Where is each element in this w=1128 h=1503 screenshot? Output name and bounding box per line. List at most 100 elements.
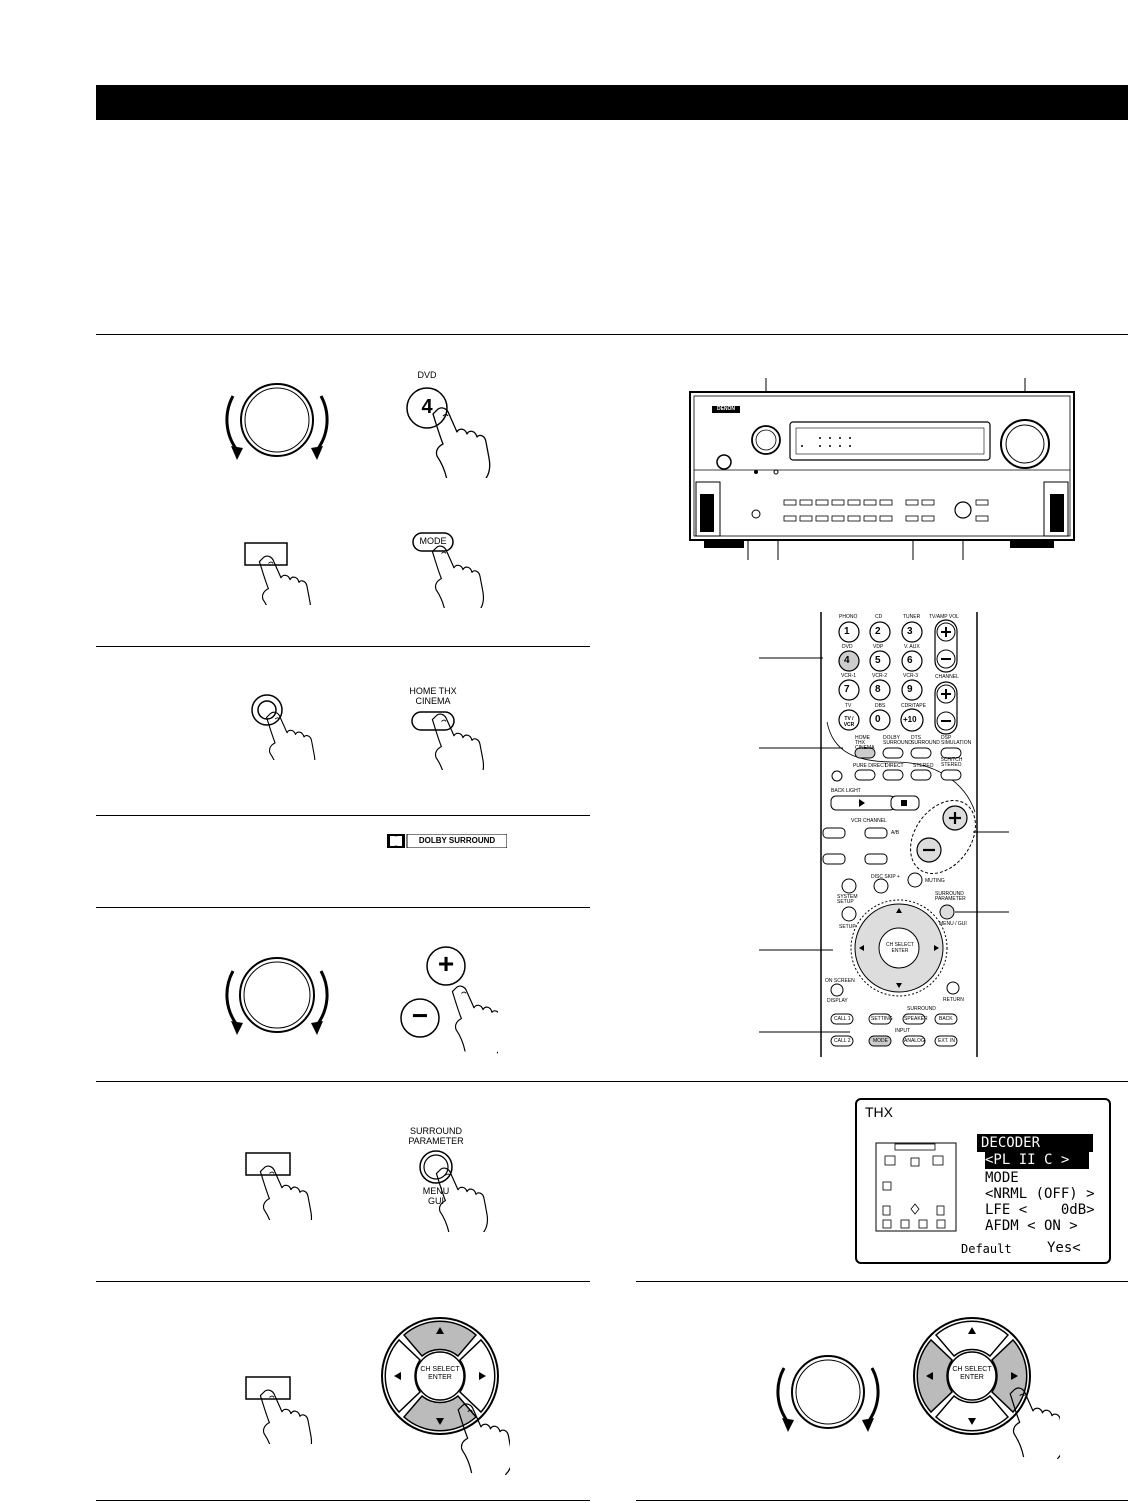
remote-label-ab: A/B — [891, 830, 900, 836]
remote-label-home-thx-cinema: HOME THX CINEMA — [855, 735, 875, 751]
divider — [96, 907, 590, 908]
remote-label-on-screen: ON SCREEN — [825, 978, 855, 984]
remote-label-tv-amp-vol: TV/AMP VOL — [929, 614, 959, 620]
remote-label-pure-direct: PURE DIRECT — [853, 763, 887, 769]
remote-label-menu-gui: MENU / GUI — [939, 921, 967, 927]
remote-label-5ch-7ch-stereo: 5CH/7CH STEREO — [941, 757, 963, 768]
remote-label-disc-skip: DISC SKIP + — [871, 874, 900, 880]
cinema-label: CINEMA — [415, 696, 451, 706]
parameter-label: PARAMETER — [408, 1136, 464, 1146]
divider — [96, 1281, 590, 1282]
dvd-button-illustration: DVD 4 — [395, 368, 505, 478]
osd-title: THX — [865, 1104, 893, 1120]
remote-button-7: 7 — [844, 684, 850, 695]
divider — [96, 1081, 1128, 1082]
remote-label-mode: MODE — [873, 1038, 888, 1044]
remote-label-ext-in: EXT. IN — [938, 1038, 955, 1044]
remote-button-1: 1 — [844, 626, 850, 637]
remote-label-dvd: DVD — [842, 644, 853, 650]
thx-button-icon — [251, 694, 316, 760]
osd-decoder-value: <PL II C > — [985, 1152, 1089, 1169]
remote-label-vdp: VDP — [873, 644, 884, 650]
gui-label: GUI — [427, 1196, 444, 1206]
osd-mode-label: MODE — [985, 1170, 1019, 1186]
master-volume-knob-icon — [776, 1355, 880, 1434]
remote-button-3: 3 — [907, 626, 913, 637]
surround-label: SURROUND — [409, 1126, 462, 1136]
remote-label-setup: SETUP — [839, 924, 856, 930]
remote-button-9: 9 — [907, 684, 913, 695]
home-thx-label: HOME THX — [409, 686, 457, 696]
divider — [96, 334, 1128, 335]
remote-button-6: 6 — [907, 655, 913, 666]
remote-label-dolby-surround: DOLBY SURROUND — [883, 735, 912, 746]
receiver-brand: DENON — [716, 406, 736, 412]
remote-button-tv-vcr: TV / VCR — [843, 716, 855, 728]
remote-label-v-aux: V. AUX — [904, 644, 920, 650]
remote-button-8: 8 — [875, 684, 881, 695]
remote-label-display: DISPLAY — [827, 998, 848, 1004]
remote-control: PHONO CD TUNER TV/AMP VOL 1 2 3 DVD VDP … — [815, 612, 980, 1057]
speaker-layout-icon — [875, 1142, 957, 1232]
ch-select-enter-label: CH SELECT ENTER — [416, 1366, 464, 1382]
ch-select-enter-label: CH SELECT ENTER — [948, 1366, 996, 1382]
remote-label-speaker: SPEAKER — [904, 1016, 928, 1022]
osd-default-value: Yes< — [1047, 1240, 1081, 1256]
remote-label-vcr2: VCR-2 — [872, 673, 888, 679]
dvd-button-number: 4 — [421, 396, 433, 418]
divider — [636, 1500, 1128, 1501]
ch-select-label: CH SELECT — [952, 1366, 992, 1373]
divider — [96, 646, 590, 647]
minus-symbol: − — [411, 1000, 429, 1031]
cursor-up-down-illustration: CH SELECT ENTER — [380, 1310, 510, 1480]
remote-label-surround: SURROUND — [907, 1006, 936, 1012]
remote-label-system-setup: SYSTEM SETUP — [837, 894, 858, 905]
section-header-bar — [96, 85, 1128, 120]
remote-label-analog: ANALOG — [904, 1038, 925, 1044]
remote-button-plus10: +10 — [903, 715, 917, 724]
remote-callout-lines — [759, 657, 1009, 1033]
remote-label-call2: CALL 2 — [834, 1038, 851, 1044]
remote-label-cd: CD — [875, 614, 883, 620]
mode-button-label: MODE — [419, 536, 447, 546]
osd-afdm-line: AFDM < ON > — [985, 1218, 1078, 1234]
remote-label-vcr1: VCR-1 — [841, 673, 857, 679]
osd-screen: THX DECODER <PL II C > MODE <NRML (OFF) … — [855, 1098, 1111, 1264]
menu-label: MENU — [422, 1186, 450, 1196]
remote-button-5: 5 — [875, 655, 881, 666]
dvd-label: DVD — [417, 370, 437, 380]
receiver-front-panel: DENON — [680, 370, 1090, 560]
remote-label-return: RETURN — [943, 997, 964, 1003]
dolby-surround-logo: DOLBY SURROUND — [387, 834, 507, 848]
osd-lfe-line: LFE < 0dB> — [985, 1202, 1095, 1218]
enter-label: ENTER — [428, 1374, 452, 1381]
remote-label-surround-parameter: SURROUND PARAMETER — [935, 891, 966, 902]
cursor-left-right-illustration: CH SELECT ENTER — [910, 1310, 1060, 1480]
remote-label-tuner: TUNER — [903, 614, 921, 620]
divider — [636, 1281, 1128, 1282]
ch-select-label: CH SELECT — [420, 1366, 460, 1373]
master-volume-knob-icon — [225, 957, 329, 1037]
remote-label-back: BACK — [939, 1016, 953, 1022]
input-mode-button-icon — [244, 542, 312, 605]
home-thx-cinema-label: HOME THX CINEMA — [400, 686, 466, 706]
menu-gui-label: MENU GUI — [420, 1186, 452, 1206]
mode-button-illustration: MODE — [410, 528, 500, 608]
surround-parameter-button-icon — [245, 1376, 313, 1444]
remote-label-ch-select-enter: CH SELECT ENTER — [885, 942, 915, 954]
remote-label-setting: SETTING — [871, 1016, 893, 1022]
remote-label-stereo: STEREO — [913, 763, 934, 769]
remote-button-0: 0 — [875, 714, 881, 725]
master-volume-knob-icon — [225, 383, 329, 462]
home-thx-cinema-button-illustration: HOME THX CINEMA — [400, 680, 500, 770]
divider — [96, 1500, 590, 1501]
remote-label-dbs: DBS — [875, 703, 886, 709]
remote-button-2: 2 — [875, 626, 881, 637]
remote-label-call1: CALL 1 — [834, 1016, 851, 1022]
surround-parameter-button-icon — [245, 1152, 313, 1220]
enter-label: ENTER — [960, 1374, 984, 1381]
osd-decoder-label: DECODER — [977, 1134, 1093, 1152]
remote-label-channel: CHANNEL — [935, 674, 959, 680]
remote-label-tv: TV — [845, 703, 852, 709]
remote-label-muting: MUTING — [925, 878, 945, 884]
